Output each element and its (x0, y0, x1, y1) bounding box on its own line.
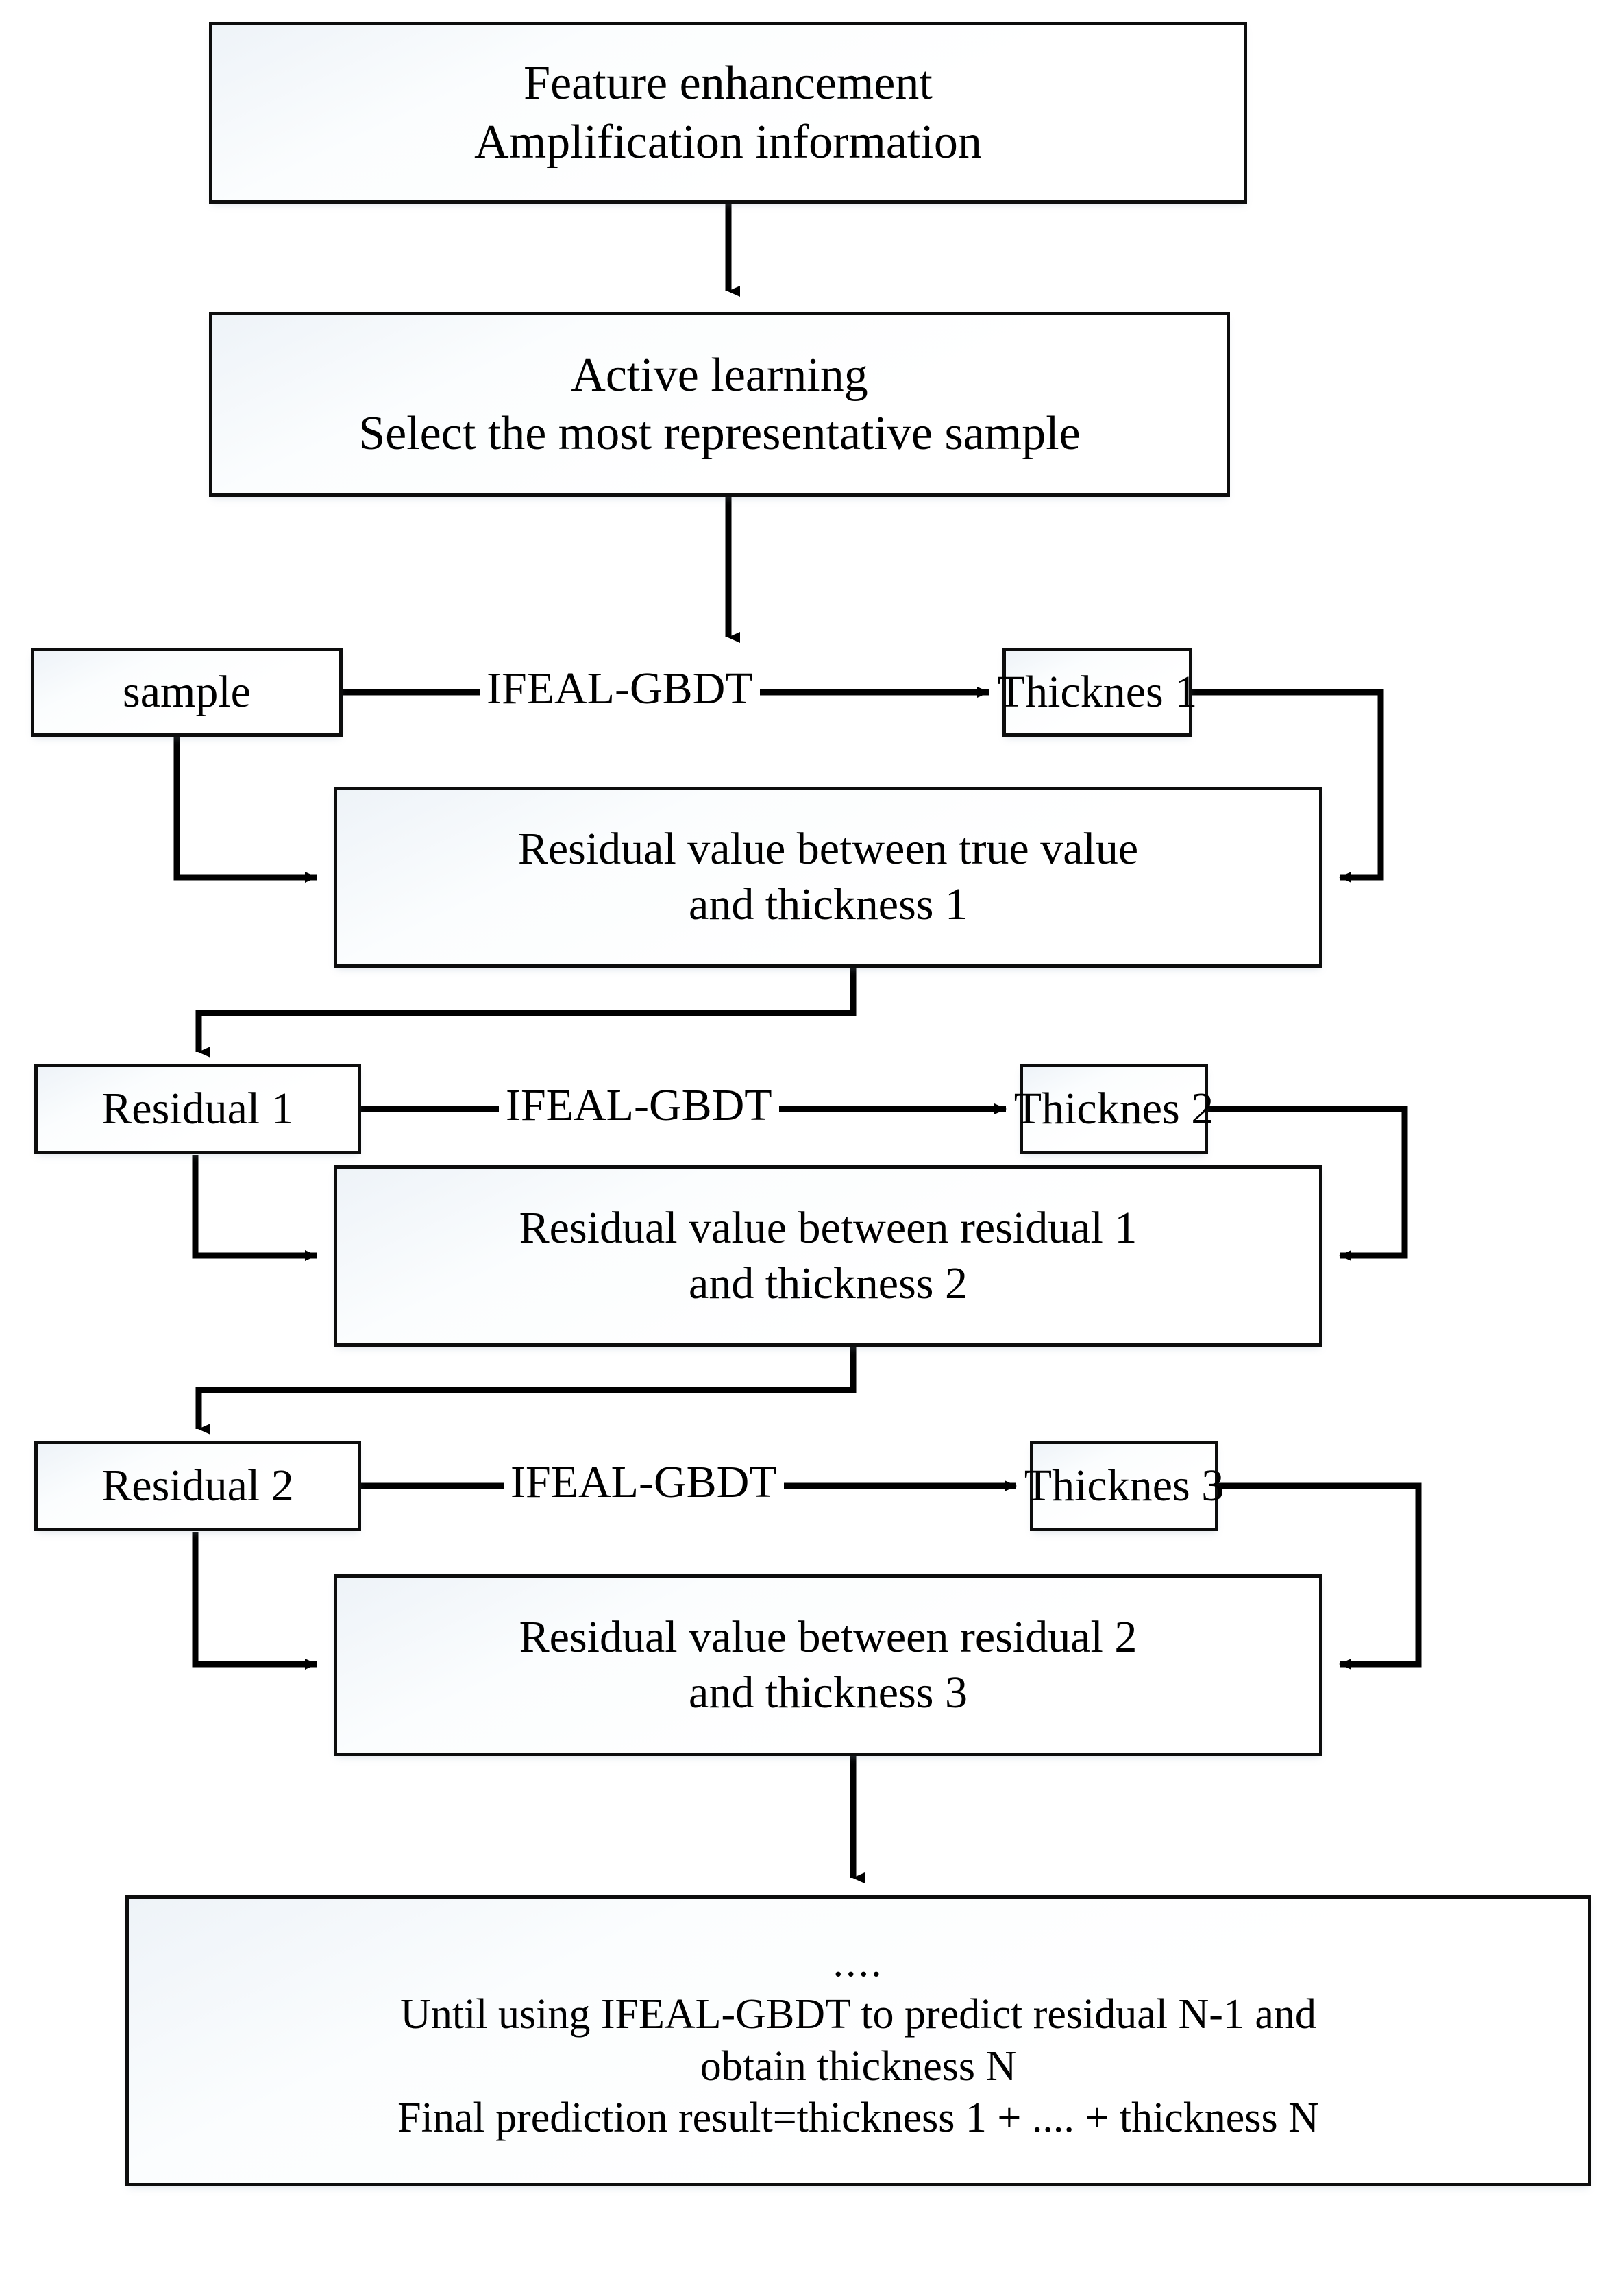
edge-label-gbdt-1: IFEAL-GBDT (480, 666, 760, 711)
residual-box-2-line2: and thickness 2 (689, 1258, 968, 1308)
final-line-obtain: obtain thickness N (700, 2042, 1017, 2090)
residual-box-3-line2: and thickness 3 (689, 1667, 968, 1718)
feature-enhancement-line2: Amplification information (474, 115, 982, 169)
feature-enhancement-line1: Feature enhancement (524, 57, 933, 110)
active-learning-line2: Select the most representative sample (358, 407, 1081, 460)
node-final-result[interactable]: .... Until using IFEAL-GBDT to predict r… (125, 1895, 1591, 2186)
thickness-3-label: Thicknes 3 (1024, 1460, 1225, 1511)
thickness-1-label: Thicknes 1 (997, 666, 1198, 717)
node-sample[interactable]: sample (31, 648, 343, 737)
node-thickness-1[interactable]: Thicknes 1 (998, 648, 1197, 737)
edge-sample-to-residualbox1 (173, 737, 317, 883)
active-learning-line1: Active learning (571, 348, 868, 402)
node-residual-2[interactable]: Residual 2 (34, 1441, 361, 1531)
sample-label: sample (123, 666, 251, 717)
node-residual-box-3[interactable]: Residual value between residual 2 and th… (334, 1574, 1322, 1756)
node-feature-enhancement[interactable]: Feature enhancement Amplification inform… (209, 22, 1247, 204)
node-active-learning[interactable]: Active learning Select the most represen… (209, 312, 1230, 497)
residual-box-1-line2: and thickness 1 (689, 879, 968, 929)
node-residual-1[interactable]: Residual 1 (34, 1064, 361, 1154)
final-ellipsis: .... (833, 1939, 884, 1986)
residual-box-1-line1: Residual value between true value (517, 824, 1139, 875)
residual-box-2-line1: Residual value between residual 1 (519, 1202, 1137, 1253)
edge-residualbox1-to-residual1 (195, 968, 857, 1058)
final-line-prediction: Final prediction result=thickness 1 + ..… (397, 2095, 1319, 2142)
node-residual-box-2[interactable]: Residual value between residual 1 and th… (334, 1165, 1322, 1347)
residual-1-label: Residual 1 (101, 1083, 294, 1134)
thickness-2-label: Thicknes 2 (1013, 1083, 1214, 1134)
final-line-until: Until using IFEAL-GBDT to predict residu… (400, 1990, 1316, 2038)
node-residual-box-1[interactable]: Residual value between true value and th… (334, 787, 1322, 968)
edge-label-gbdt-2: IFEAL-GBDT (499, 1083, 779, 1128)
residual-box-3-line1: Residual value between residual 2 (519, 1611, 1137, 1662)
edge-residual1-to-residualbox2 (192, 1155, 317, 1261)
residual-2-label: Residual 2 (101, 1460, 294, 1511)
edge-residualbox2-to-residual2 (195, 1347, 857, 1435)
edge-label-gbdt-3: IFEAL-GBDT (504, 1460, 784, 1505)
node-thickness-3[interactable]: Thicknes 3 (1024, 1441, 1224, 1531)
node-thickness-2[interactable]: Thicknes 2 (1014, 1064, 1214, 1154)
edge-residual2-to-residualbox3 (192, 1532, 317, 1670)
